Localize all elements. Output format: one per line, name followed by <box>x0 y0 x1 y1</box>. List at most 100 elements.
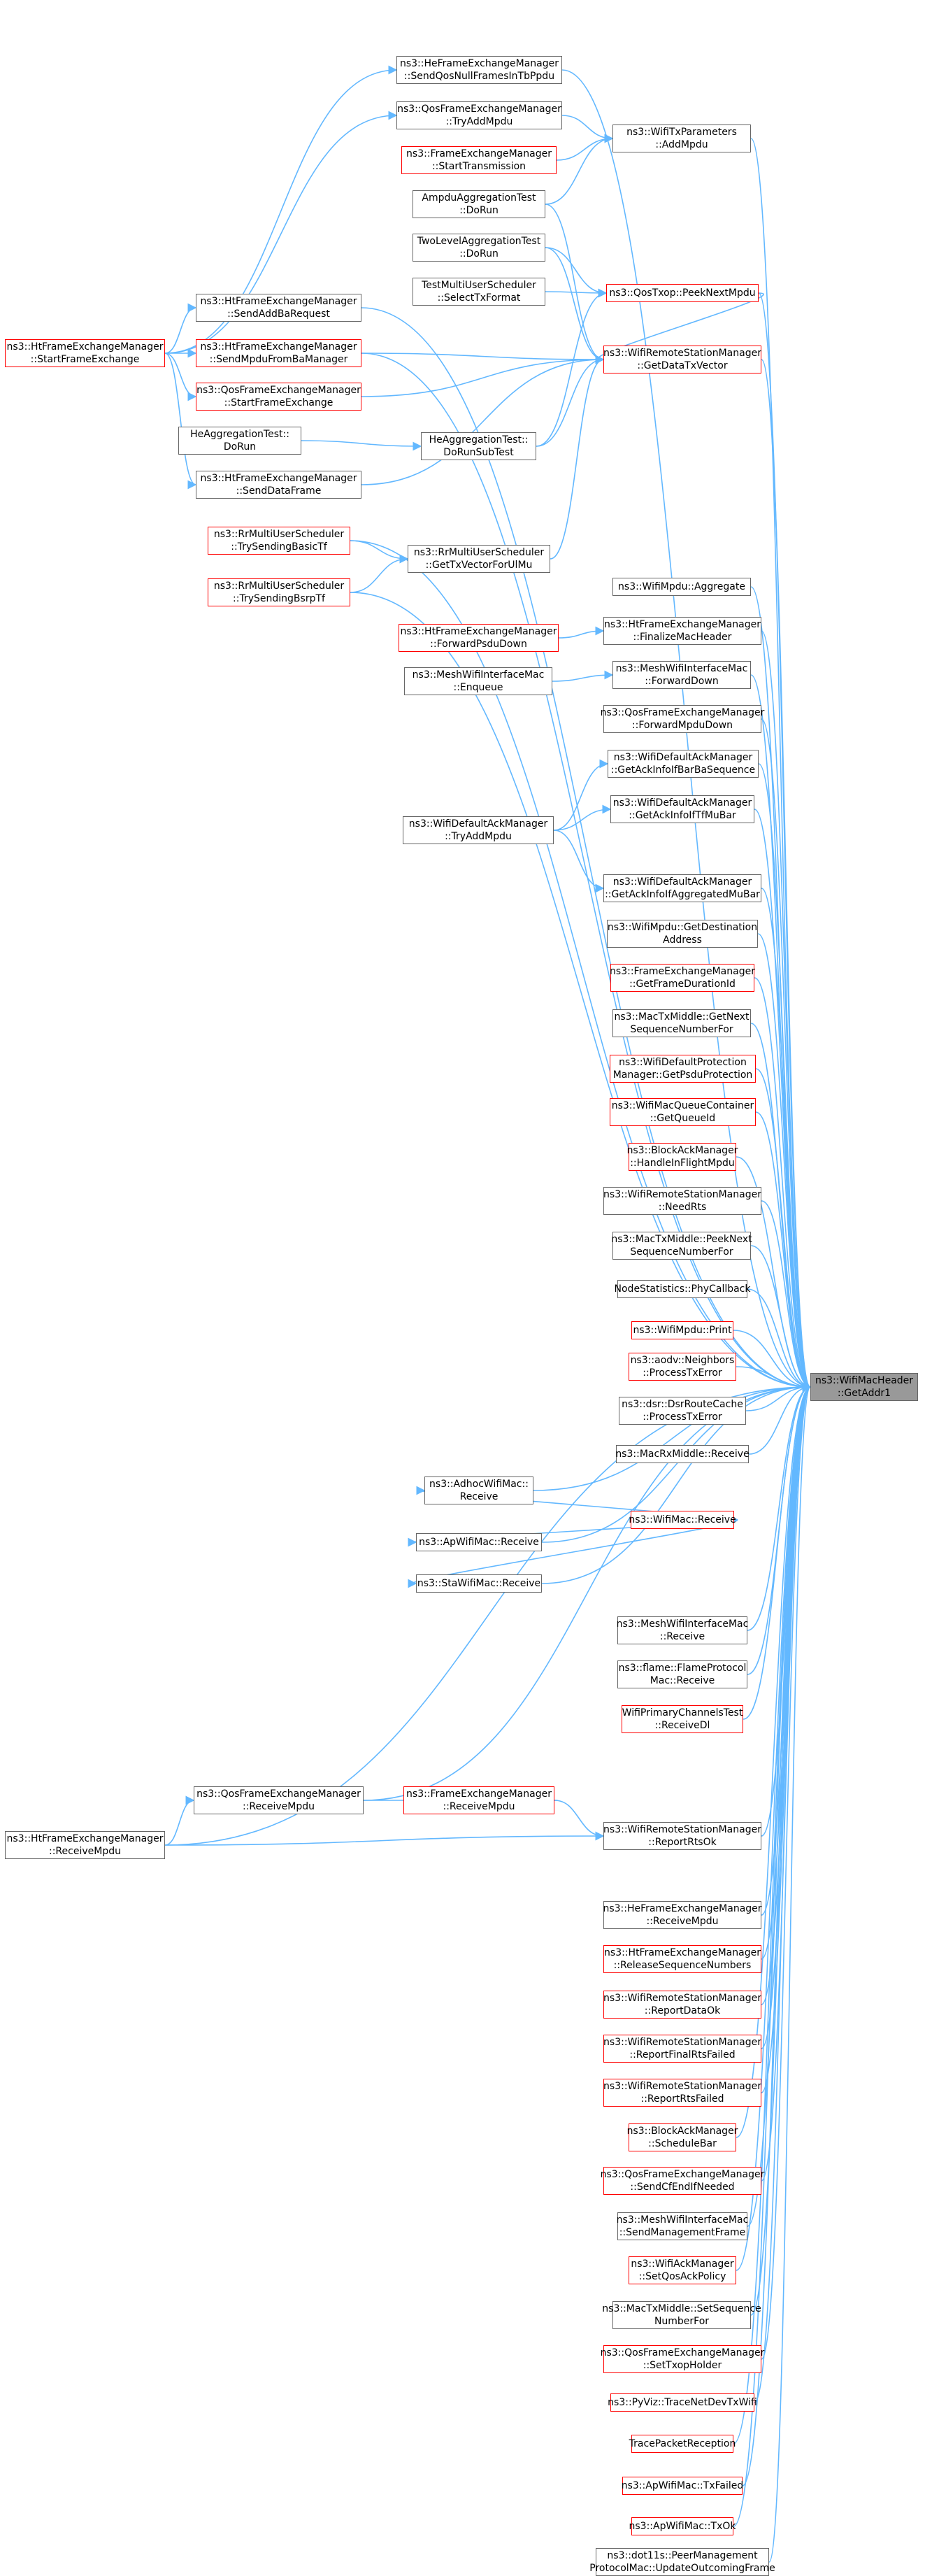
graph-node[interactable]: ns3::ApWifiMac::TxOk <box>629 2517 736 2535</box>
graph-node[interactable]: ns3::WifiMacQueueContainer::GetQueueId <box>610 1098 756 1126</box>
graph-node[interactable]: ns3::MacRxMiddle::Receive <box>615 1445 750 1463</box>
node-label-line: AmpduAggregationTest <box>422 192 536 204</box>
graph-node[interactable]: ns3::HeFrameExchangeManager::SendQosNull… <box>396 56 562 84</box>
graph-node[interactable]: ns3::WifiRemoteStationManager::GetDataTx… <box>603 346 761 373</box>
call-edge <box>761 1382 812 2049</box>
graph-node[interactable]: ns3::WifiDefaultAckManager::TryAddMpdu <box>403 816 554 844</box>
graph-node[interactable]: ns3::WifiRemoteStationManager::ReportRts… <box>603 2079 761 2107</box>
node-label-line: ns3::WifiDefaultAckManager <box>612 876 752 888</box>
graph-node[interactable]: ns3::PyViz::TraceNetDevTxWifi <box>608 2393 757 2412</box>
graph-node[interactable]: NodeStatistics::PhyCallback <box>615 1280 751 1298</box>
graph-node[interactable]: AmpduAggregationTest::DoRun <box>413 190 545 218</box>
graph-node[interactable]: ns3::StaWifiMac::Receive <box>416 1574 542 1593</box>
graph-node[interactable]: ns3::MeshWifiInterfaceMac::SendManagemen… <box>617 2212 748 2240</box>
graph-node[interactable]: ns3::RrMultiUserScheduler::TrySendingBsr… <box>208 578 350 606</box>
node-label-line: ns3::WifiDefaultAckManager <box>612 797 752 809</box>
node-label-line: ::SendMpduFromBaManager <box>209 354 348 365</box>
graph-node[interactable]: ns3::HeFrameExchangeManager::ReceiveMpdu <box>603 1901 762 1929</box>
node-label-line: ns3::WifiRemoteStationManager <box>603 1824 761 1835</box>
graph-node[interactable]: ns3::QosFrameExchangeManager::ReceiveMpd… <box>194 1786 364 1814</box>
graph-node[interactable]: ns3::dsr::DsrRouteCache::ProcessTxError <box>619 1397 746 1425</box>
graph-node[interactable]: ns3::FrameExchangeManager::ReceiveMpdu <box>403 1786 554 1814</box>
graph-node[interactable]: ns3::HtFrameExchangeManager::FinalizeMac… <box>603 617 761 645</box>
graph-node[interactable]: ns3::WifiMpdu::Aggregate <box>612 578 751 596</box>
graph-node[interactable]: ns3::QosFrameExchangeManager::SendCfEndI… <box>601 2167 764 2195</box>
graph-node[interactable]: ns3::HtFrameExchangeManager::ReleaseSequ… <box>603 1945 761 1973</box>
call-edge <box>554 1800 605 1841</box>
graph-node[interactable]: ns3::RrMultiUserScheduler::TrySendingBas… <box>208 527 350 555</box>
graph-node[interactable]: TracePacketReception <box>629 2435 736 2453</box>
graph-node[interactable]: ns3::WifiRemoteStationManager::ReportDat… <box>603 1991 761 2019</box>
call-edge <box>361 355 605 485</box>
graph-node[interactable]: ns3::aodv::Neighbors::ProcessTxError <box>629 1353 736 1381</box>
node-label-line: Address <box>663 934 702 946</box>
graph-node[interactable]: ns3::AdhocWifiMac::Receive <box>424 1476 533 1504</box>
graph-node[interactable]: ns3::WifiRemoteStationManager::NeedRts <box>603 1187 761 1215</box>
node-label-line: ns3::flame::FlameProtocol <box>618 1663 747 1674</box>
graph-node[interactable]: ns3::BlockAckManager::ScheduleBar <box>627 2123 738 2151</box>
graph-node[interactable]: ns3::MeshWifiInterfaceMac::ForwardDown <box>612 661 751 689</box>
graph-node[interactable]: ns3::QosFrameExchangeManager::SetTxopHol… <box>601 2345 764 2373</box>
graph-node[interactable]: ns3::HtFrameExchangeManager::StartFrameE… <box>5 339 165 367</box>
graph-node[interactable]: ns3::WifiDefaultAckManager::GetAckInfoIf… <box>610 795 754 823</box>
graph-node[interactable]: ns3::MeshWifiInterfaceMac::Enqueue <box>404 667 552 695</box>
graph-node[interactable]: ns3::RrMultiUserScheduler::GetTxVectorFo… <box>408 545 550 573</box>
call-edge <box>545 247 605 364</box>
graph-node[interactable]: ns3::QosFrameExchangeManager::TryAddMpdu <box>396 101 562 129</box>
node-label-line: ns3::MacTxMiddle::SetSequence <box>602 2303 761 2314</box>
graph-node[interactable]: ns3::WifiAckManager::SetQosAckPolicy <box>629 2256 736 2284</box>
graph-node[interactable]: ns3::BlockAckManager::HandleInFlightMpdu <box>627 1143 738 1171</box>
graph-node[interactable]: TestMultiUserScheduler::SelectTxFormat <box>413 278 545 306</box>
node-label-line: ns3::ApWifiMac::Receive <box>419 1537 539 1548</box>
graph-node[interactable]: ns3::HtFrameExchangeManager::SendMpduFro… <box>196 339 361 367</box>
graph-node[interactable]: ns3::WifiDefaultAckManager::GetAckInfoIf… <box>608 750 759 778</box>
graph-node[interactable]: ns3::ApWifiMac::Receive <box>416 1533 542 1551</box>
node-label-line: ::StartFrameExchange <box>224 397 334 408</box>
node-label-line: Receive <box>459 1491 499 1502</box>
node-label-line: ::GetFrameDurationId <box>629 979 736 990</box>
node-label-line: ns3::RrMultiUserScheduler <box>413 547 545 558</box>
node-label-line: ns3::RrMultiUserScheduler <box>213 581 345 592</box>
node-label-line: ns3::RrMultiUserScheduler <box>213 529 345 540</box>
graph-node[interactable]: ns3::WifiMac::Receive <box>629 1511 736 1529</box>
graph-node[interactable]: ns3::QosFrameExchangeManager::ForwardMpd… <box>601 705 764 733</box>
graph-node[interactable]: ns3::FrameExchangeManager::StartTransmis… <box>401 146 557 174</box>
call-edge <box>761 1383 812 2360</box>
graph-node[interactable]: ns3::WifiMpdu::Print <box>631 1321 733 1339</box>
graph-node[interactable]: ns3::WifiDefaultAckManager::GetAckInfoIf… <box>603 874 761 902</box>
graph-node[interactable]: ns3::WifiRemoteStationManager::ReportRts… <box>603 1822 761 1850</box>
node-label-line: ::ReceiveMpdu <box>243 1801 315 1812</box>
call-edge <box>761 718 812 1392</box>
node-label-line: ns3::WifiMacHeader <box>815 1375 914 1386</box>
graph-node[interactable]: ns3::WifiTxParameters::AddMpdu <box>612 124 751 152</box>
graph-node[interactable]: ns3::QosTxop::PeekNextMpdu <box>606 284 759 302</box>
graph-node[interactable]: ns3::HtFrameExchangeManager::ReceiveMpdu <box>5 1831 165 1859</box>
call-edge <box>561 115 614 143</box>
node-label-line: Manager::GetPsduProtection <box>612 1069 753 1081</box>
graph-node[interactable]: ns3::WifiRemoteStationManager::ReportFin… <box>603 2035 761 2063</box>
graph-node[interactable]: ns3::ApWifiMac::TxFailed <box>622 2477 743 2495</box>
graph-node[interactable]: HeAggregationTest::DoRun <box>178 427 301 455</box>
graph-node[interactable]: ns3::MeshWifiInterfaceMac::Receive <box>617 1616 748 1644</box>
node-label-line: ::GetQueueId <box>650 1113 716 1124</box>
node-label-line: ns3::WifiDefaultAckManager <box>408 818 548 830</box>
graph-node[interactable]: ns3::HtFrameExchangeManager::SendAddBaRe… <box>196 294 361 322</box>
call-edge <box>736 1382 812 2271</box>
graph-node[interactable]: WifiPrimaryChannelsTest::ReceiveDl <box>622 1705 743 1733</box>
root-node[interactable]: ns3::WifiMacHeader::GetAddr1 <box>810 1373 918 1401</box>
graph-node[interactable]: ns3::HtFrameExchangeManager::ForwardPsdu… <box>399 624 559 652</box>
graph-node[interactable]: HeAggregationTest::DoRunSubTest <box>421 432 536 460</box>
call-edge <box>747 1382 812 1631</box>
graph-node[interactable]: TwoLevelAggregationTest::DoRun <box>413 234 545 262</box>
node-label-line: ::ReceiveMpdu <box>646 1916 719 1927</box>
graph-node[interactable]: ns3::QosFrameExchangeManager::StartFrame… <box>196 383 361 411</box>
graph-node[interactable]: ns3::FrameExchangeManager::GetFrameDurat… <box>610 964 755 992</box>
graph-node[interactable]: ns3::HtFrameExchangeManager::SendDataFra… <box>196 471 361 499</box>
